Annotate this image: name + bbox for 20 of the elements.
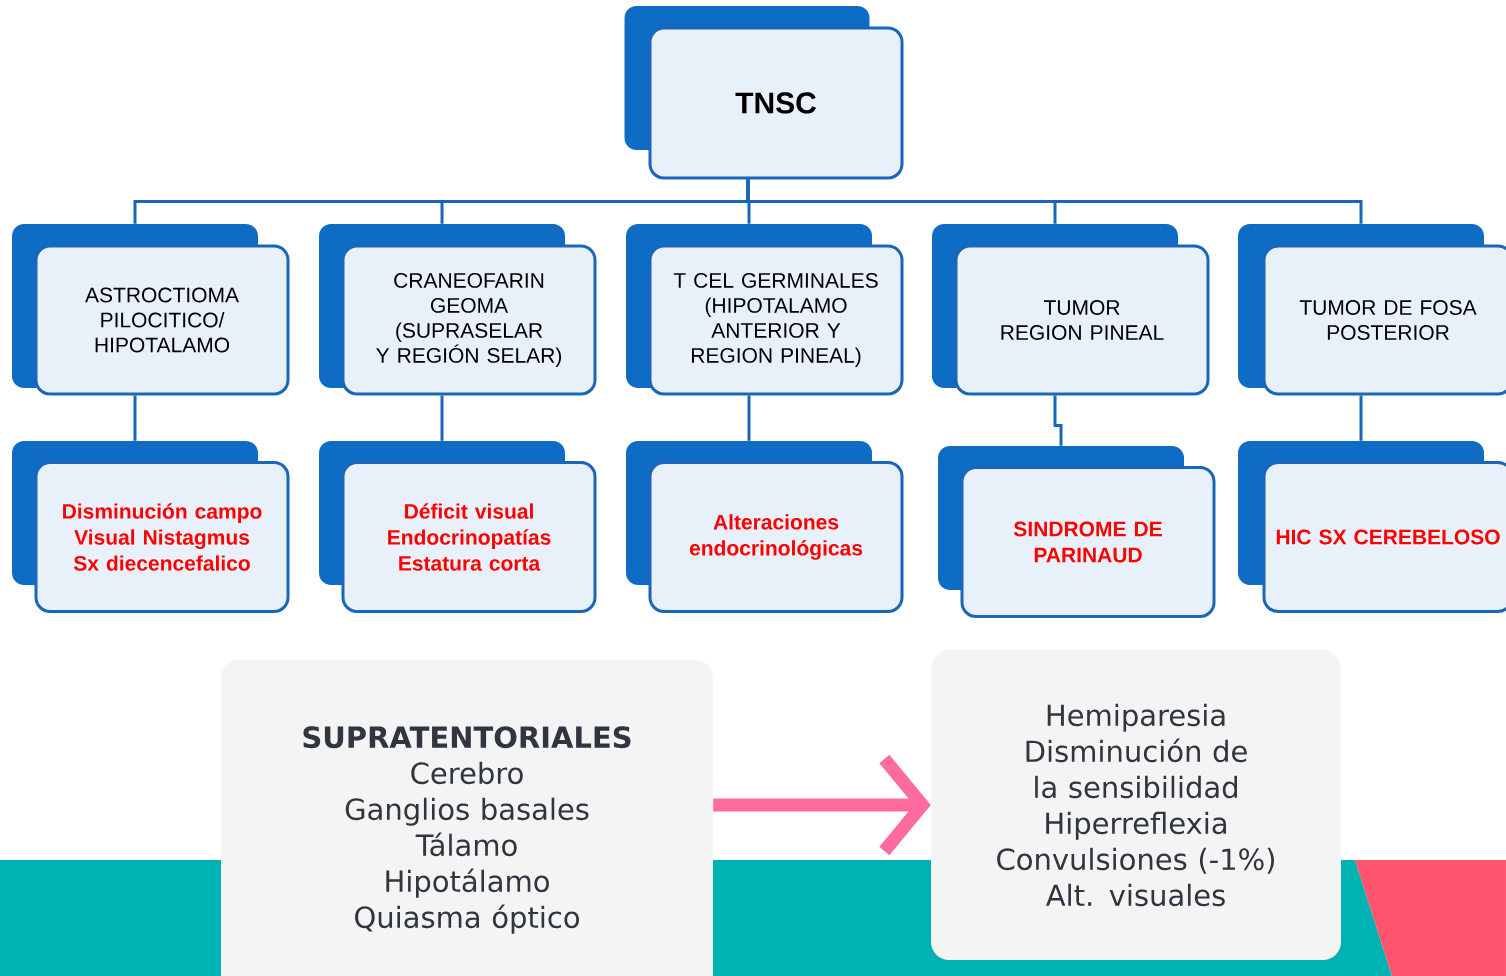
tumor-box: CRANEOFARIN GEOMA (SUPRASELAR Y REGIÓN SELAR) — [319, 224, 597, 396]
arrow — [713, 754, 931, 856]
tumor-box: TUMOR DE FOSA POSTERIOR — [1238, 224, 1506, 396]
title-box: TNSC — [624, 6, 904, 180]
tree-connector — [747, 395, 751, 441]
tree-connector — [1359, 395, 1363, 441]
tree-connector — [1053, 395, 1063, 446]
symptom-box: HIC SX CEREBELOSO — [1238, 441, 1506, 613]
symptom-box: SINDROME DE PARINAUD — [938, 446, 1216, 618]
tumor-box: T CEL GERMINALES (HIPOTALAMO ANTERIOR Y REGION PINEAL) — [626, 224, 904, 396]
tumor-box: TUMOR REGION PINEAL — [932, 224, 1210, 396]
symptom-box: Alteraciones endocrinológicas — [626, 441, 904, 613]
info-card: SUPRATENTORIALES Cerebro Ganglios basales Tálamo Hipotálamo Quiasma óptico — [221, 660, 713, 976]
tree-connector — [746, 179, 1363, 224]
tree-connector — [440, 395, 444, 441]
symptom-box: Disminución campo Visual Nistagmus Sx diecencefalico — [12, 441, 290, 613]
symptom-box: Déficit visual Endocrinopatías Estatura corta — [319, 441, 597, 613]
tree-connector — [133, 395, 137, 441]
tumor-box: ASTROCTIOMA PILOCITICO/ HIPOTALAMO — [12, 224, 290, 396]
info-card: Hemiparesia Disminución de la sensibilidad Hiperreflexia Convulsiones (-1%) Alt. visuales — [931, 650, 1341, 960]
